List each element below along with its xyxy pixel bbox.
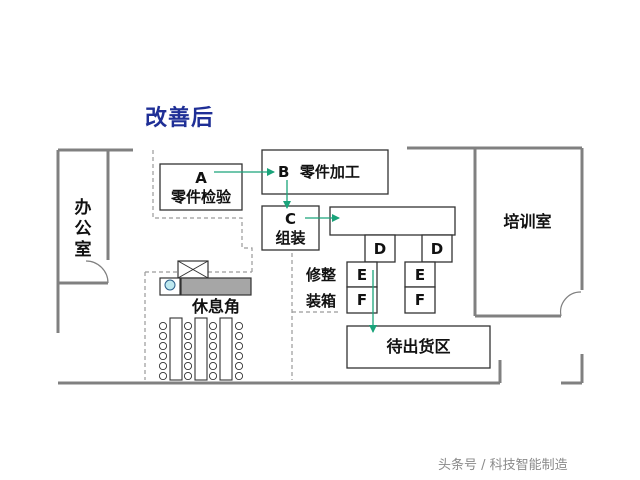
training-room-label: 培训室 — [503, 212, 552, 231]
station-d1-box — [364, 234, 396, 263]
station-e2-box — [404, 261, 436, 288]
chair — [234, 371, 244, 381]
gray-cabinet — [180, 277, 252, 296]
chair — [158, 371, 168, 381]
rest-tables — [169, 317, 233, 381]
chair — [158, 361, 168, 371]
dashed-zones — [144, 150, 340, 380]
chair — [208, 371, 218, 381]
station-f2-box — [404, 286, 436, 314]
chair — [183, 361, 193, 371]
chair — [234, 321, 244, 331]
station-e1-letter: E — [356, 266, 368, 284]
chair — [208, 331, 218, 341]
station-boxes — [159, 149, 491, 369]
station-f1-letter: F — [356, 291, 368, 309]
chair — [183, 351, 193, 361]
waiting-area-label: 待出货区 — [386, 337, 451, 356]
station-a-letter: A — [195, 169, 207, 187]
training-room — [473, 148, 582, 318]
station-d1-letter: D — [373, 240, 387, 258]
page-title: 改善后 — [145, 106, 215, 131]
chair — [208, 321, 218, 331]
waiting-area-box — [346, 325, 491, 369]
station-d2-letter: D — [430, 240, 444, 258]
chair — [208, 341, 218, 351]
chair — [158, 341, 168, 351]
flow-arrows — [214, 168, 377, 333]
chair — [234, 351, 244, 361]
station-f2-letter: F — [414, 291, 426, 309]
chair — [158, 351, 168, 361]
chair — [234, 341, 244, 351]
chair — [183, 321, 193, 331]
station-a-label: 零件检验 — [170, 188, 231, 206]
office-label: 办公室 — [74, 198, 92, 260]
rest-area-label: 休息角 — [191, 297, 240, 316]
chair — [183, 341, 193, 351]
box-label: 装箱 — [306, 292, 337, 310]
chair — [208, 351, 218, 361]
chair — [234, 361, 244, 371]
trim-label: 修整 — [306, 266, 337, 284]
station-b-label: B 零件加工 — [278, 163, 360, 181]
office-room — [58, 150, 110, 285]
chair — [234, 331, 244, 341]
water-dispenser-circle — [164, 279, 176, 291]
assembly-line-box — [329, 206, 456, 236]
chair — [158, 331, 168, 341]
station-c-letter: C — [284, 210, 296, 228]
chair — [158, 321, 168, 331]
station-d2-box — [421, 234, 453, 263]
chair — [183, 371, 193, 381]
watermark: 头条号 / 科技智能制造 — [438, 458, 568, 473]
station-c-label: 组装 — [275, 229, 306, 247]
station-c-box — [261, 205, 320, 251]
rest-area-furniture — [158, 260, 252, 381]
station-f1-box — [346, 286, 378, 314]
rest-chairs — [158, 321, 244, 381]
chair — [208, 361, 218, 371]
outer-walls — [56, 146, 584, 385]
station-e2-letter: E — [414, 266, 426, 284]
chair — [183, 331, 193, 341]
